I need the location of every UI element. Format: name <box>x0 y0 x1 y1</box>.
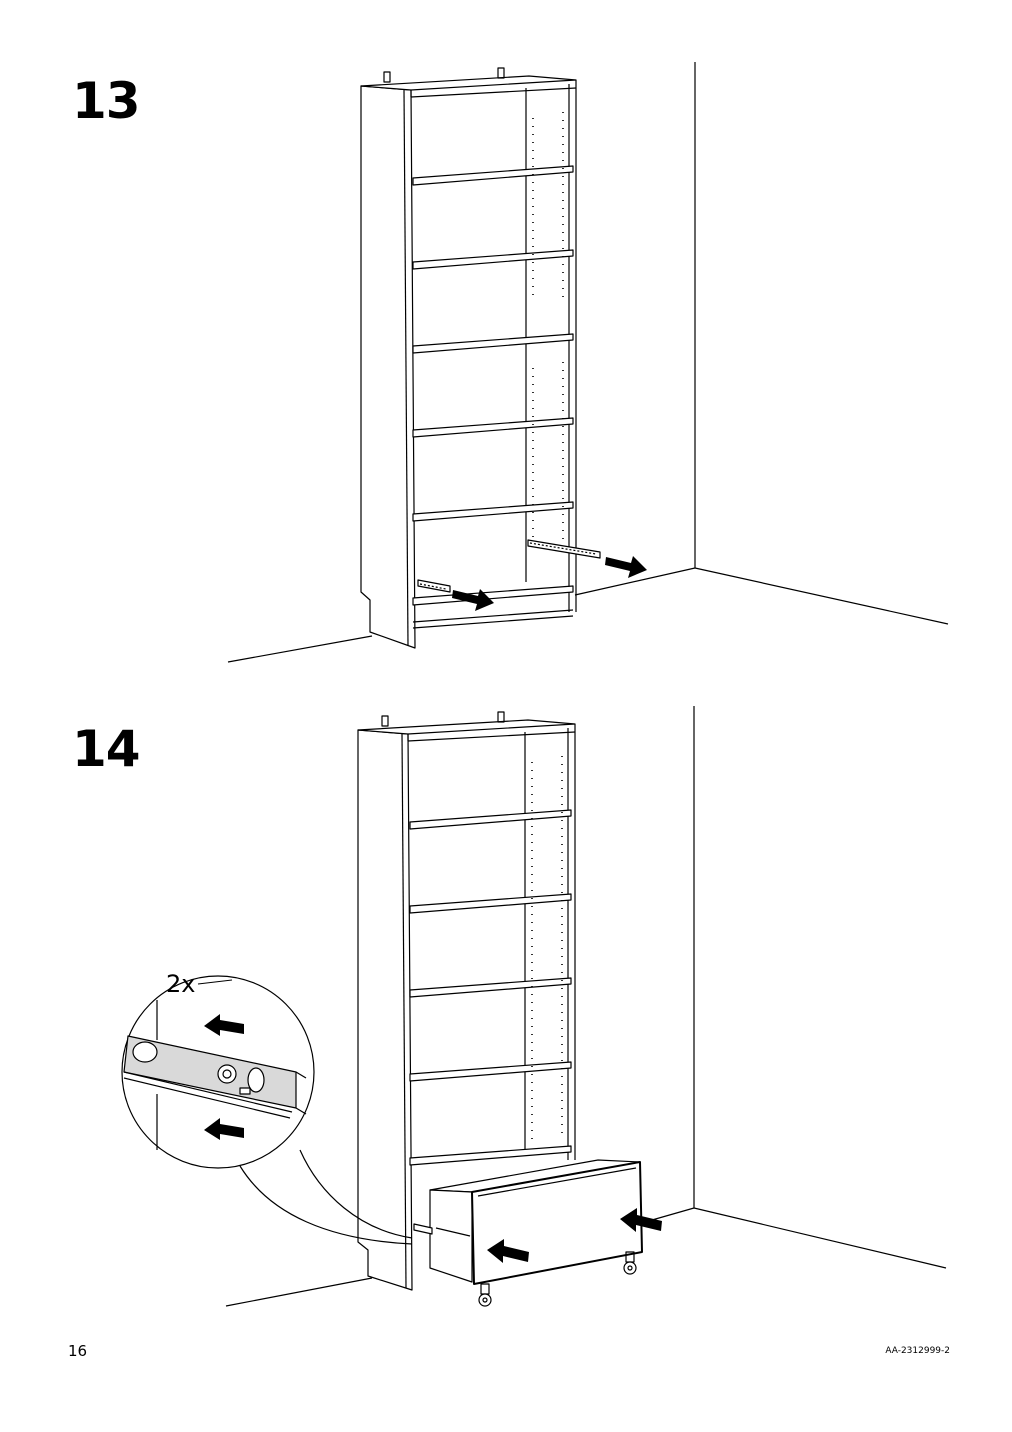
step-13-illustration <box>227 62 949 663</box>
shelf-peg-holes <box>531 756 563 1140</box>
arrow-left-icon <box>487 1239 529 1263</box>
wall-corner <box>227 62 949 663</box>
arrow-right-icon <box>605 556 647 578</box>
arrow-left-icon <box>204 1014 244 1036</box>
arrow-right-icon <box>452 589 494 611</box>
arrow-left-icon <box>620 1208 662 1232</box>
drawer-rail-left <box>417 579 451 593</box>
shelf-peg-holes <box>532 112 564 540</box>
drawer <box>429 1159 643 1307</box>
arrow-left-icon <box>204 1118 244 1140</box>
document-code: AA-2312999-2 <box>885 1346 950 1356</box>
bookcase <box>360 67 577 649</box>
drawer-rail-right <box>527 539 601 559</box>
bookcase <box>357 711 576 1291</box>
step-13-number: 13 <box>72 72 141 130</box>
wall-corner <box>225 706 947 1307</box>
page-number: 16 <box>68 1342 88 1360</box>
drawer-rail-left <box>413 1223 433 1235</box>
quantity-label: 2x <box>166 970 195 998</box>
step-14-number: 14 <box>72 720 141 778</box>
detail-callout <box>121 975 413 1245</box>
